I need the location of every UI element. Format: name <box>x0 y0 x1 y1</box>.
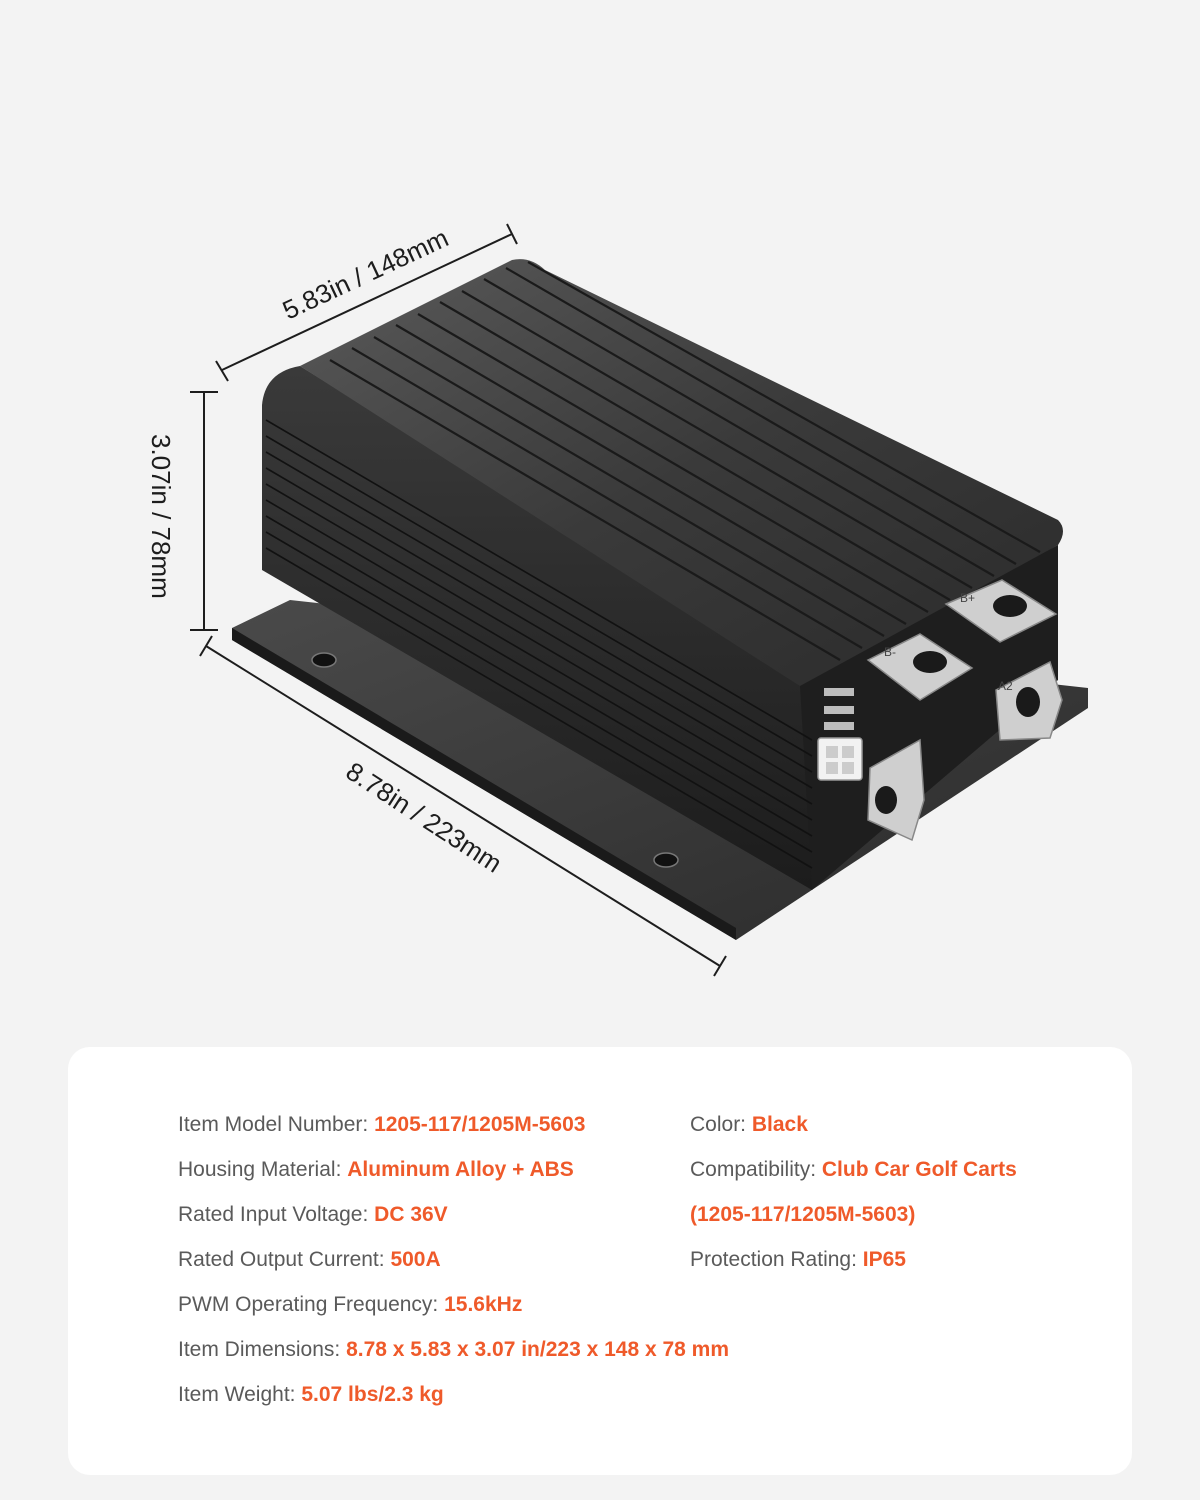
terminal-b-plus: B+ <box>944 579 1058 643</box>
svg-text:B-: B- <box>884 645 896 659</box>
terminal-b-minus: B- <box>866 633 974 701</box>
dimension-height-label: 3.07in / 78mm <box>146 434 176 599</box>
spec-housing-material: Housing Material: Aluminum Alloy + ABS <box>178 1158 574 1181</box>
svg-text:A2: A2 <box>998 679 1013 693</box>
small-spade-terminals <box>824 688 854 730</box>
spec-input-voltage: Rated Input Voltage: DC 36V <box>178 1203 448 1226</box>
side-heatsink-fins <box>265 419 813 869</box>
svg-text:B+: B+ <box>960 591 975 605</box>
spec-color: Color: Black <box>690 1113 808 1136</box>
spec-output-current: Rated Output Current: 500A <box>178 1248 441 1271</box>
product-illustration: 5.83in / 148mm 3.07in / 78mm 8.78in / 22… <box>146 223 1088 977</box>
connector-plug <box>817 737 863 781</box>
dimension-width <box>215 223 518 382</box>
spec-dimensions: Item Dimensions: 8.78 x 5.83 x 3.07 in/2… <box>178 1338 730 1361</box>
spec-model-number: Item Model Number: 1205-117/1205M-5603 <box>178 1113 586 1136</box>
mount-hole <box>311 652 337 668</box>
dimension-height <box>190 391 218 631</box>
controller-housing <box>262 259 1063 890</box>
mount-hole <box>653 852 679 868</box>
terminal-a2: A2 <box>995 660 1063 741</box>
spec-compatibility-model: (1205-117/1205M-5603) <box>690 1203 916 1226</box>
top-heatsink-fins <box>329 261 1041 661</box>
spec-compatibility: Compatibility: Club Car Golf Carts <box>690 1158 1017 1181</box>
spec-pwm-frequency: PWM Operating Frequency: 15.6kHz <box>178 1293 523 1316</box>
dimension-length <box>199 635 727 977</box>
spec-protection-rating: Protection Rating: IP65 <box>690 1248 906 1271</box>
spec-weight: Item Weight: 5.07 lbs/2.3 kg <box>178 1383 444 1406</box>
spec-card: Item Model Number: 1205-117/1205M-5603 H… <box>68 1047 1132 1475</box>
